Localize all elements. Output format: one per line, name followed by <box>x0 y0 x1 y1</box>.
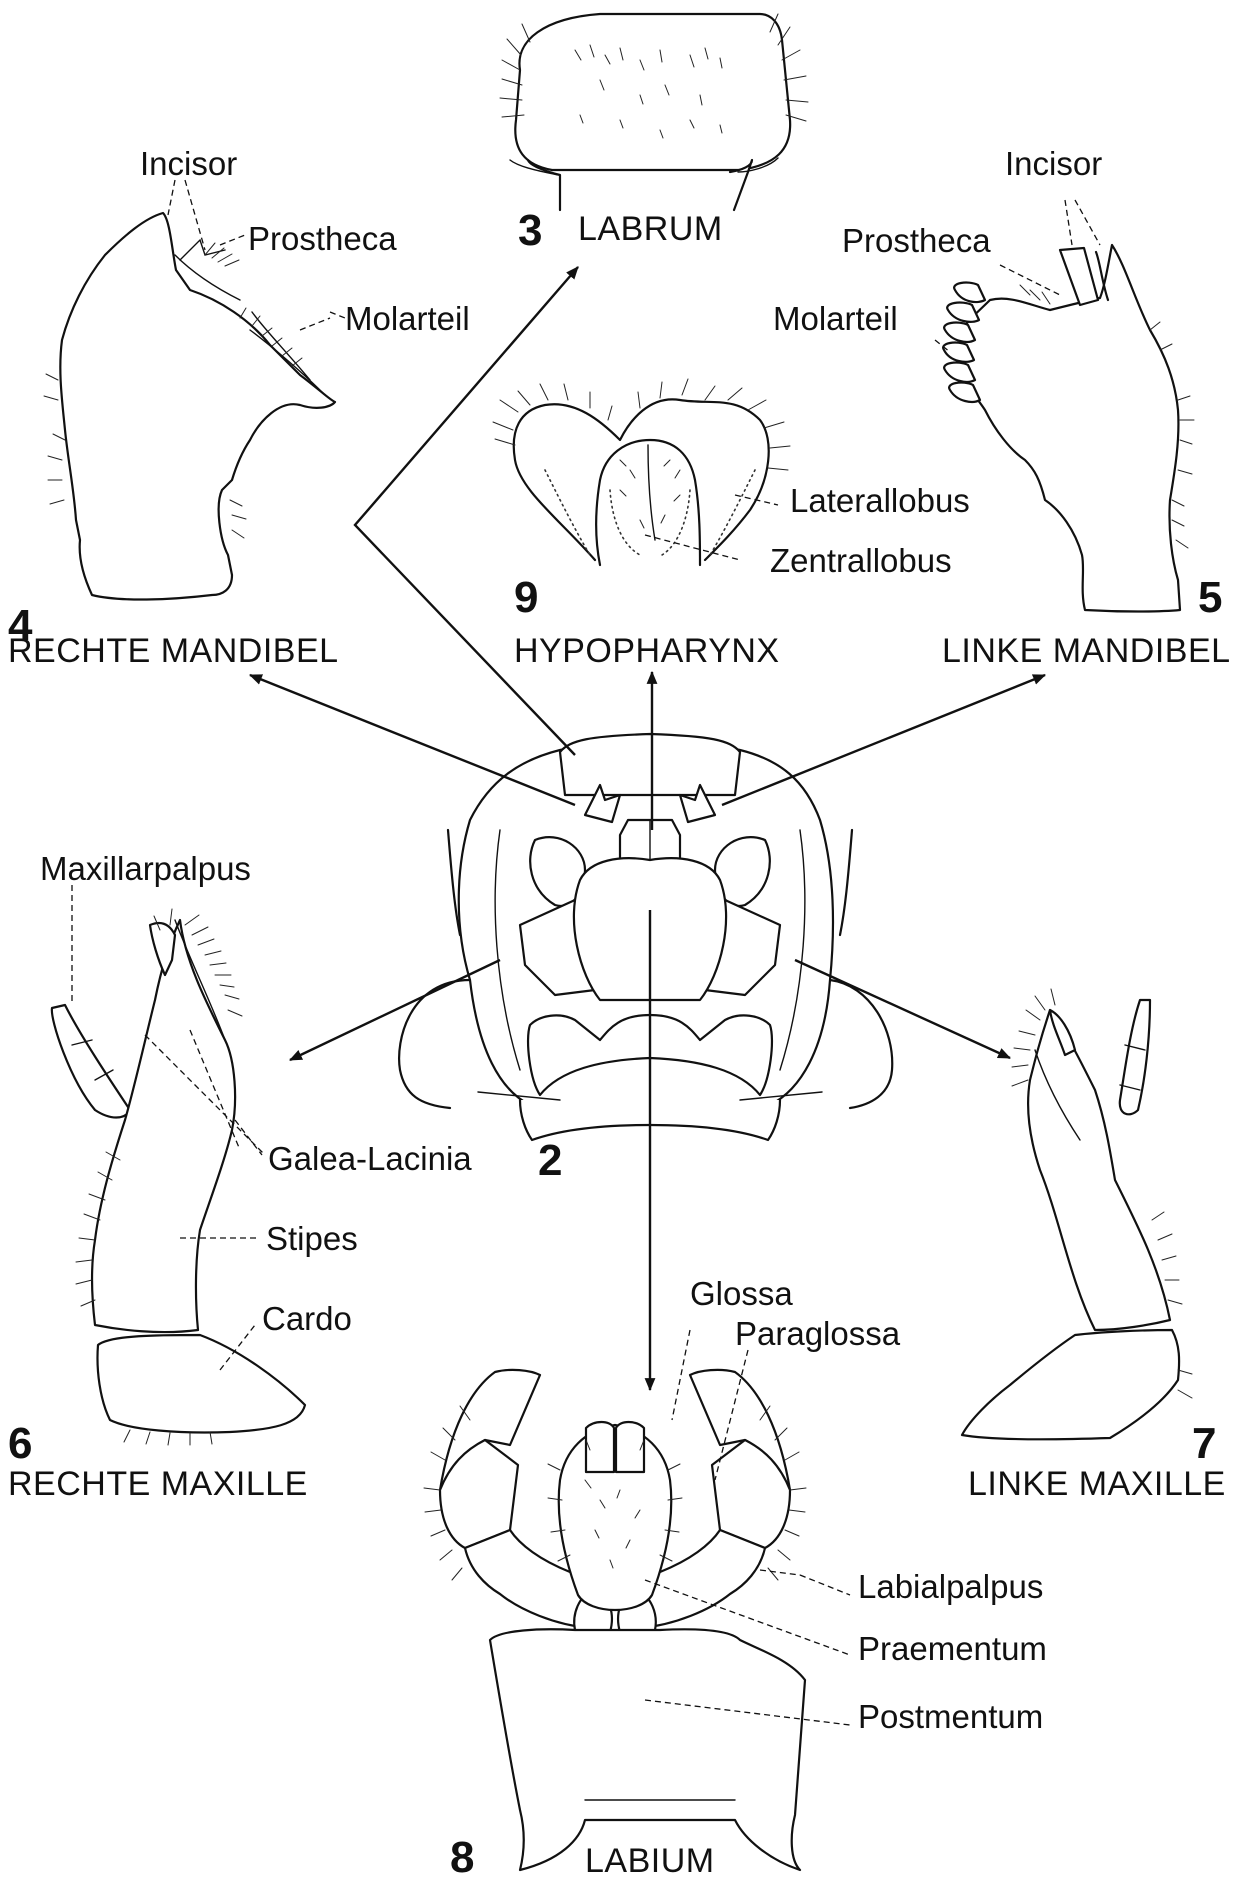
stipes-label: Stipes <box>266 1220 358 1257</box>
l-mand-number: 5 <box>1198 573 1222 622</box>
arrow-to-labrum <box>355 267 578 755</box>
head-number: 2 <box>538 1136 562 1185</box>
left-maxilla-drawing <box>962 989 1192 1439</box>
arrow-to-right-mandible <box>250 675 575 805</box>
labrum-number: 3 <box>518 206 542 255</box>
right-mandible-drawing <box>44 213 335 600</box>
l-max-title: LINKE MAXILLE <box>968 1465 1226 1503</box>
glossa-label: Glossa <box>690 1275 793 1312</box>
left-mandible-drawing <box>943 245 1194 612</box>
zentrallobus-label: Zentrallobus <box>770 542 952 579</box>
hypo-number: 9 <box>514 573 538 622</box>
right-maxilla-drawing <box>52 909 305 1445</box>
labialpalpus-label: Labialpalpus <box>858 1568 1043 1605</box>
postmentum-label: Postmentum <box>858 1698 1043 1735</box>
labium-title: LABIUM <box>585 1842 715 1879</box>
cardo-label: Cardo <box>262 1300 352 1337</box>
maxillarpalpus-label: Maxillarpalpus <box>40 850 251 887</box>
r-max-number: 6 <box>8 1419 32 1468</box>
r-mand-title: RECHTE MANDIBEL <box>8 632 339 670</box>
laterallobus-label: Laterallobus <box>790 482 970 519</box>
l-max-number: 7 <box>1192 1419 1216 1468</box>
arrow-to-left-mandible <box>722 675 1045 805</box>
r-max-title: RECHTE MAXILLE <box>8 1465 308 1503</box>
labium-number: 8 <box>450 1833 474 1879</box>
labrum-drawing <box>500 14 808 210</box>
r-mand-molarteil-label: Molarteil <box>345 300 470 337</box>
l-mand-molarteil-label: Molarteil <box>773 300 898 337</box>
l-mand-prostheca-label: Prostheca <box>842 222 991 259</box>
paraglossa-label: Paraglossa <box>735 1315 901 1352</box>
head-capsule-drawing <box>399 734 892 1140</box>
labrum-title: LABRUM <box>578 210 723 248</box>
l-mand-title: LINKE MANDIBEL <box>942 632 1231 670</box>
arrow-to-right-maxilla <box>290 960 500 1060</box>
labium-drawing <box>424 1370 806 1870</box>
galea-lacinia-label: Galea-Lacinia <box>268 1140 472 1177</box>
hypopharynx-drawing <box>493 379 790 565</box>
r-mand-prostheca-label: Prostheca <box>248 220 397 257</box>
praementum-label: Praementum <box>858 1630 1047 1667</box>
r-mand-incisor-label: Incisor <box>140 145 237 182</box>
l-mand-incisor-label: Incisor <box>1005 145 1102 182</box>
hypo-title: HYPOPHARYNX <box>514 632 780 670</box>
